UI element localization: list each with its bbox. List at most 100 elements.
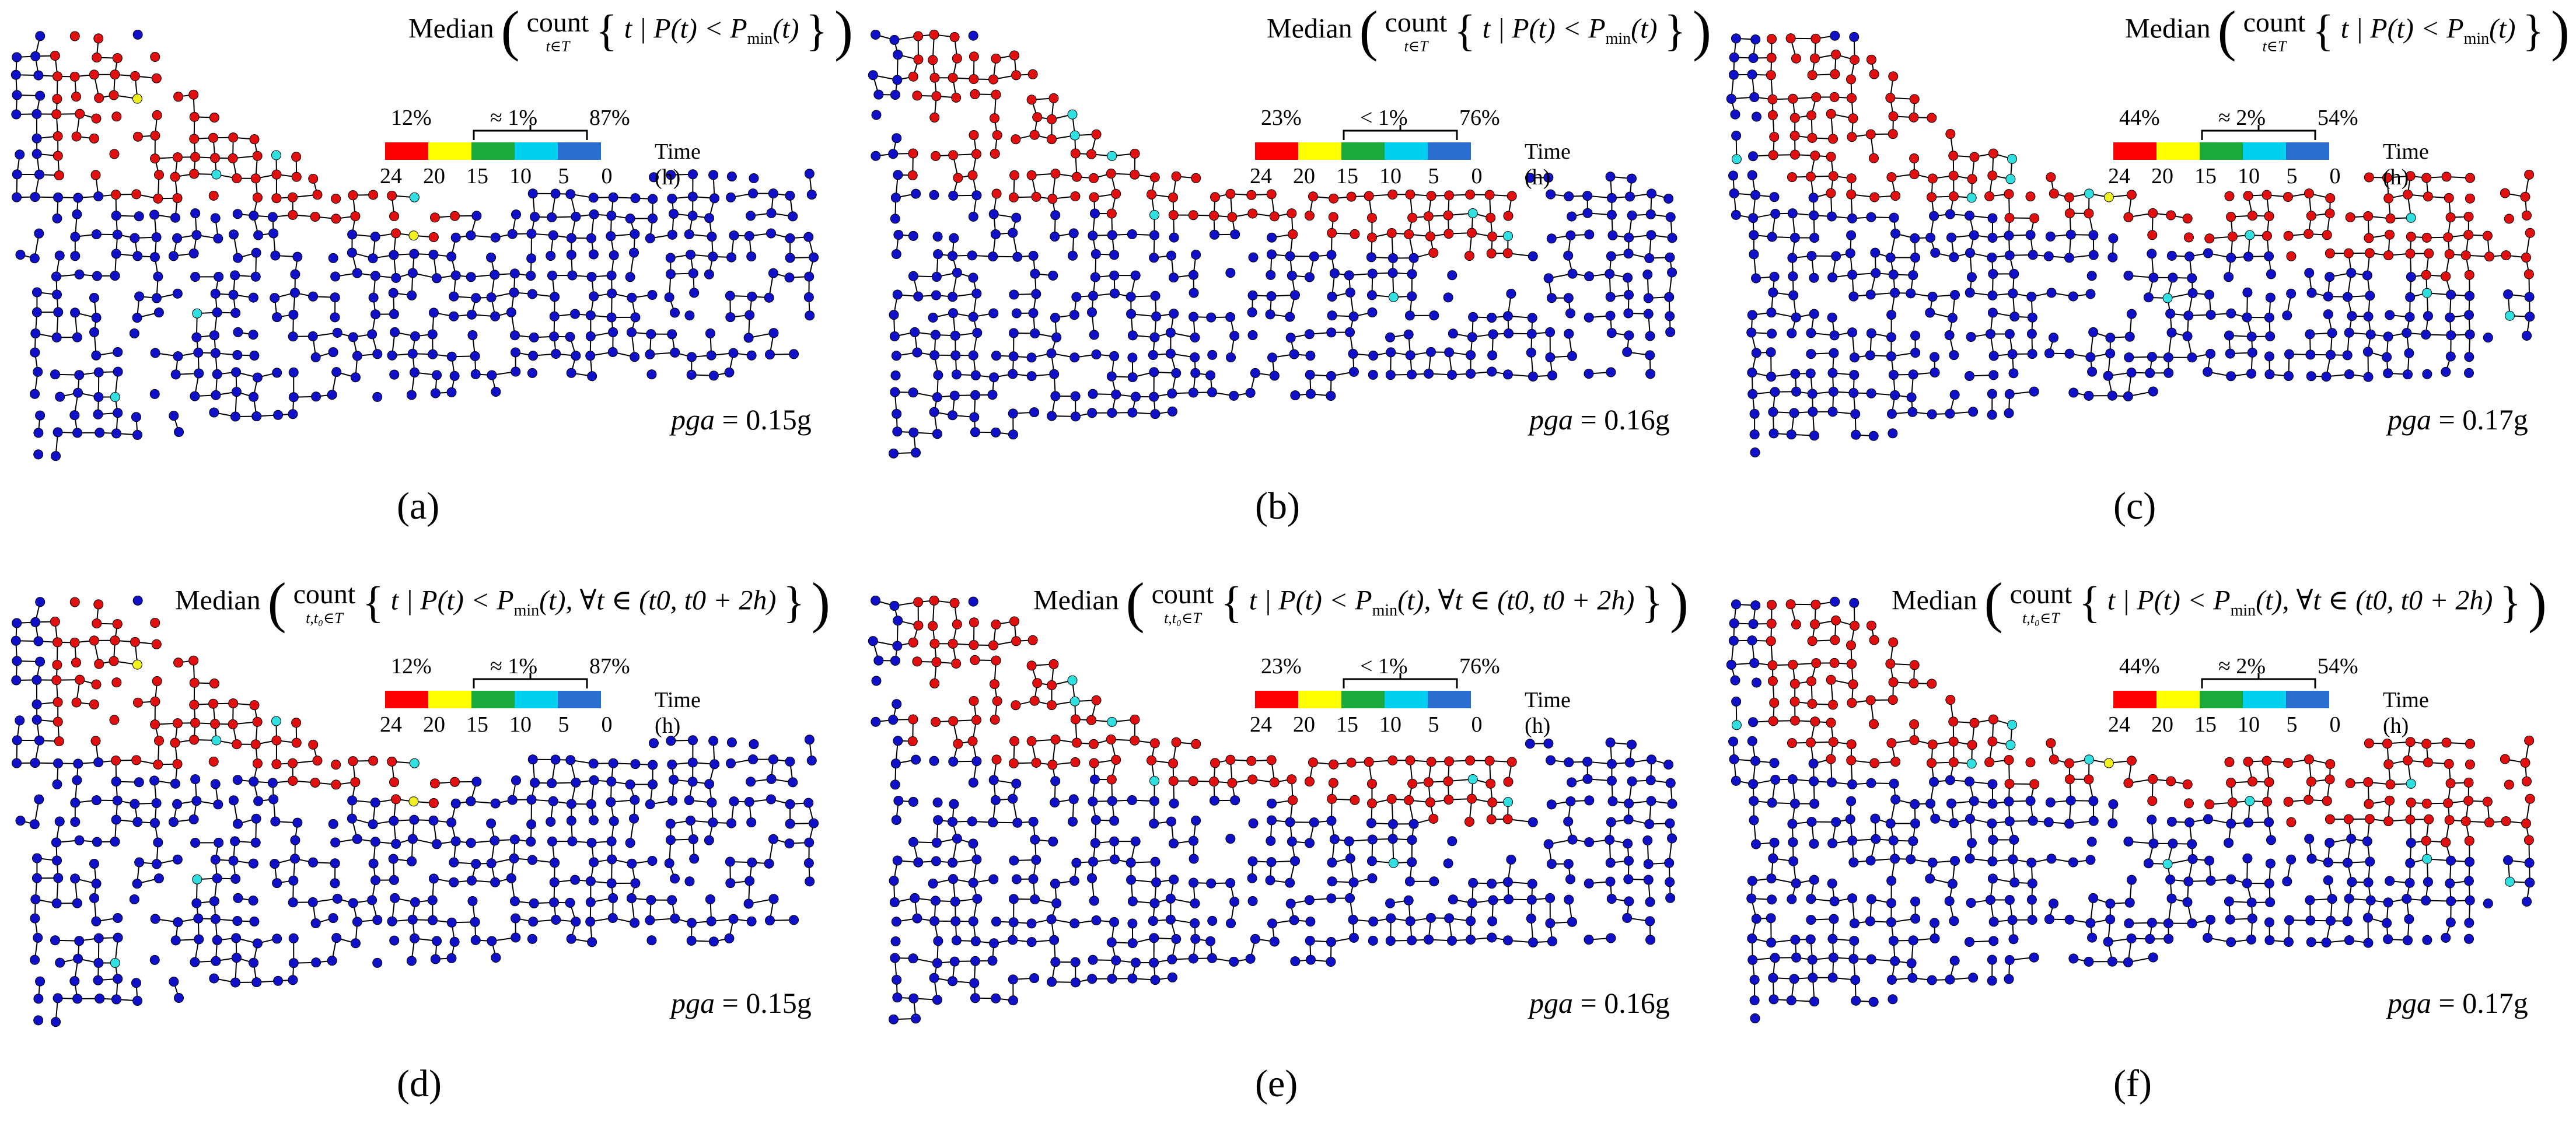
network-node bbox=[1624, 798, 1634, 809]
legend-color-bar bbox=[1255, 691, 1471, 708]
network-node bbox=[1403, 329, 1414, 340]
network-node bbox=[1665, 212, 1676, 222]
network-node bbox=[1868, 153, 1879, 163]
network-node bbox=[932, 995, 942, 1005]
network-node bbox=[51, 451, 61, 461]
network-node bbox=[1829, 348, 1839, 358]
network-node bbox=[1188, 270, 1198, 280]
network-node bbox=[270, 250, 281, 261]
network-node bbox=[1987, 410, 1997, 420]
network-node bbox=[1366, 290, 1377, 300]
network-node bbox=[387, 916, 397, 926]
network-node bbox=[1810, 33, 1821, 44]
network-node bbox=[173, 658, 184, 668]
network-node bbox=[191, 332, 202, 342]
network-node bbox=[1947, 313, 1958, 323]
network-node bbox=[890, 193, 901, 203]
network-node bbox=[1287, 208, 1297, 219]
network-node bbox=[2084, 208, 2094, 219]
network-node bbox=[449, 370, 460, 381]
network-node bbox=[1643, 859, 1654, 869]
legend-swatch bbox=[385, 691, 428, 708]
network-node bbox=[1945, 209, 1955, 219]
network-node bbox=[726, 737, 737, 747]
network-node bbox=[1886, 332, 1897, 342]
network-node bbox=[948, 756, 959, 767]
network-node bbox=[648, 213, 658, 223]
network-node bbox=[291, 152, 302, 162]
network-node bbox=[1886, 351, 1896, 362]
network-node bbox=[2126, 368, 2137, 378]
network-node bbox=[509, 896, 520, 907]
network-node bbox=[372, 915, 383, 925]
network-node bbox=[331, 194, 341, 204]
network-node bbox=[2325, 193, 2336, 204]
network-node bbox=[2107, 390, 2117, 401]
network-node bbox=[409, 249, 420, 259]
network-node bbox=[449, 211, 460, 221]
network-node bbox=[1368, 935, 1378, 946]
network-node bbox=[608, 893, 618, 903]
network-node bbox=[928, 312, 938, 323]
network-node bbox=[625, 838, 635, 848]
network-node bbox=[912, 913, 922, 924]
network-node bbox=[1127, 918, 1138, 929]
network-node bbox=[233, 327, 243, 337]
network-node bbox=[1865, 129, 1876, 139]
network-node bbox=[1606, 758, 1617, 769]
network-node bbox=[664, 292, 674, 303]
network-node bbox=[1150, 856, 1161, 867]
network-node bbox=[1565, 230, 1576, 240]
network-node bbox=[990, 229, 1001, 240]
network-node bbox=[1149, 172, 1160, 183]
network-node bbox=[1247, 873, 1257, 883]
network-node bbox=[1368, 369, 1378, 380]
network-node bbox=[729, 230, 739, 241]
network-node bbox=[154, 736, 165, 746]
network-node bbox=[1326, 390, 1336, 401]
network-node bbox=[567, 836, 578, 847]
network-node bbox=[372, 957, 383, 968]
network-node bbox=[249, 916, 260, 926]
network-node bbox=[1826, 211, 1837, 222]
network-node bbox=[507, 795, 518, 805]
network-node bbox=[1366, 798, 1377, 809]
network-node bbox=[1106, 169, 1116, 179]
network-node bbox=[804, 271, 815, 282]
network-node bbox=[1645, 331, 1655, 341]
network-node bbox=[190, 272, 201, 282]
network-node bbox=[1404, 876, 1415, 887]
network-node bbox=[113, 347, 123, 358]
network-node bbox=[1089, 896, 1099, 906]
network-node bbox=[890, 758, 901, 769]
network-node bbox=[1069, 310, 1079, 320]
network-node bbox=[1945, 129, 1956, 139]
network-node bbox=[550, 858, 560, 868]
network-node bbox=[527, 754, 538, 765]
network-node bbox=[2168, 272, 2178, 283]
network-node bbox=[172, 718, 183, 729]
network-node bbox=[249, 957, 259, 968]
network-node bbox=[2203, 366, 2213, 377]
network-node bbox=[1071, 737, 1082, 748]
network-node bbox=[1327, 876, 1337, 887]
network-node bbox=[407, 268, 418, 278]
network-node bbox=[2004, 329, 2015, 340]
network-node bbox=[1304, 272, 1315, 282]
network-node bbox=[2246, 368, 2257, 379]
network-node bbox=[1827, 407, 1838, 417]
network-node bbox=[190, 152, 201, 162]
network-node bbox=[747, 857, 757, 868]
legend-swatch bbox=[385, 142, 428, 160]
network-node bbox=[73, 758, 83, 769]
network-node bbox=[253, 230, 264, 240]
network-node bbox=[486, 818, 497, 828]
network-node bbox=[709, 193, 720, 204]
network-node bbox=[2266, 269, 2276, 279]
network-node bbox=[33, 932, 43, 943]
network-node bbox=[932, 392, 942, 403]
legend-pct-blue: 76% bbox=[1459, 654, 1500, 679]
network-node bbox=[684, 229, 694, 240]
network-node bbox=[2088, 230, 2099, 240]
network-node bbox=[1190, 352, 1200, 363]
